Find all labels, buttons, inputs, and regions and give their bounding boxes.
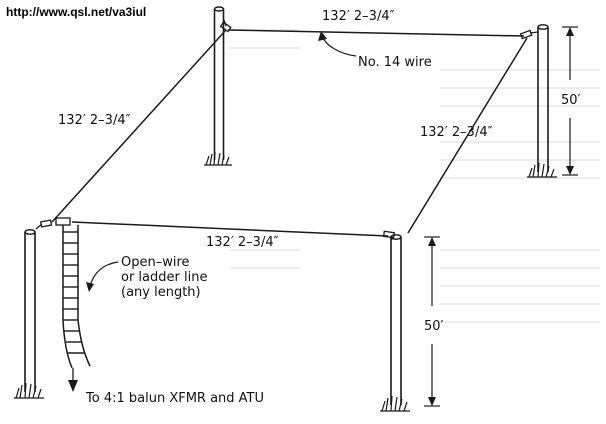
- grass-tuft: [14, 382, 44, 399]
- dimension-back-mast: [562, 26, 578, 176]
- ladder-line: [62, 225, 119, 392]
- antenna-wire-loop: [35, 19, 539, 241]
- back-mast-height-label: 50′: [561, 93, 581, 108]
- grass-tuft: [527, 162, 557, 178]
- wire-callout-label: No. 14 wire: [358, 55, 432, 70]
- mast-back-left: [204, 6, 232, 166]
- grass-tuft: [204, 151, 232, 166]
- left-span-label: 132′ 2–3/4″: [58, 113, 131, 128]
- grass-tuft: [380, 395, 410, 412]
- feedline-label-line2: or ladder line: [121, 270, 207, 285]
- mast-back-right: [527, 24, 557, 178]
- insulator: [219, 21, 232, 33]
- arrow-up-icon: [566, 27, 574, 36]
- mast-front-left: [14, 229, 44, 399]
- callout-arrow-icon: [86, 282, 94, 292]
- background-page-texture: [228, 0, 606, 424]
- front-mast-height-label: 50′: [424, 319, 444, 334]
- mast-front-right: [380, 234, 410, 412]
- front-span-label: 132′ 2–3/4″: [206, 235, 279, 250]
- source-url: http://www.qsl.net/va3iul: [6, 5, 146, 19]
- callout-arrow-icon: [318, 31, 327, 41]
- arrow-down-icon: [566, 166, 574, 175]
- arrow-up-icon: [428, 237, 436, 246]
- feed-insulator: [55, 217, 71, 226]
- insulator: [39, 219, 53, 228]
- top-span-label: 132′ 2–3/4″: [322, 9, 395, 24]
- arrow-down-icon: [68, 380, 78, 392]
- wire-callout: [318, 31, 357, 57]
- arrow-down-icon: [428, 397, 436, 406]
- feedline-destination-label: To 4:1 balun XFMR and ATU: [85, 391, 264, 406]
- right-span-label: 132′ 2–3/4″: [420, 125, 493, 140]
- insulator: [382, 230, 395, 239]
- feedline-label-line3: (any length): [121, 285, 201, 300]
- feedline-label-line1: Open–wire: [121, 255, 190, 270]
- dimension-front-mast: [424, 236, 440, 407]
